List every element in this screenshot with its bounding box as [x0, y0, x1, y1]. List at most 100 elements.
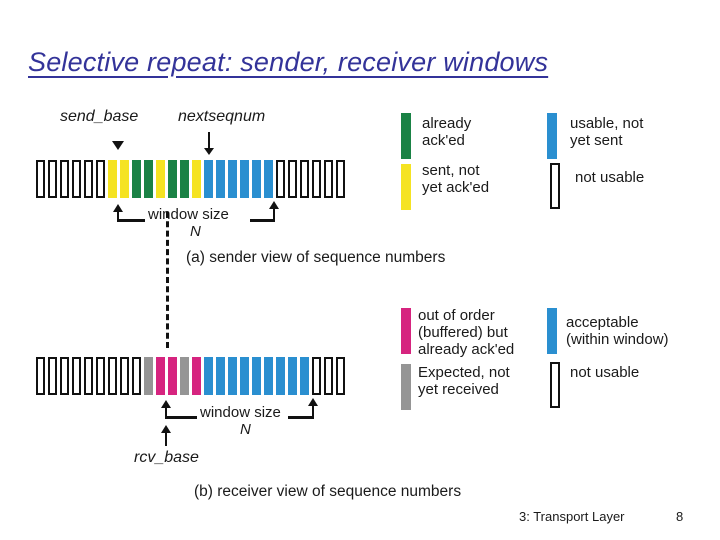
sender-window-right-arrow-icon	[269, 201, 279, 209]
sender-window-bracket-right	[250, 219, 275, 222]
receiver-window-bracket-right	[288, 416, 314, 419]
legend-swatch-already-acked	[401, 113, 411, 159]
page-title: Selective repeat: sender, receiver windo…	[28, 47, 549, 77]
sequence-cell	[48, 160, 57, 198]
receiver-window-left-stem	[165, 407, 167, 419]
legend-swatch-not-usable	[550, 362, 560, 408]
receiver-window-size-label: window size	[200, 404, 281, 421]
sequence-cell	[264, 160, 273, 198]
legend-swatch-sent-not-acked	[401, 164, 411, 210]
sequence-cell	[72, 160, 81, 198]
receiver-window-size-n: N	[240, 421, 251, 438]
sequence-cell	[96, 160, 105, 198]
sequence-cell	[156, 160, 165, 198]
receiver-sequence-strip	[36, 357, 348, 395]
sequence-cell	[324, 357, 333, 395]
legend-label-already-acked: already ack'ed	[422, 115, 472, 149]
nextseqnum-label: nextseqnum	[178, 108, 266, 125]
sequence-cell	[276, 160, 285, 198]
legend-swatch-out-of-order-buffered	[401, 308, 411, 354]
sequence-cell	[204, 160, 213, 198]
nextseqnum-pointer-line	[208, 132, 210, 152]
sequence-cell	[288, 160, 297, 198]
legend-label-acceptable: acceptable (within window)	[566, 314, 669, 348]
sequence-cell	[168, 160, 177, 198]
rcv-base-pointer-line	[165, 432, 167, 446]
sequence-cell	[144, 160, 153, 198]
sender-window-left-stem	[117, 210, 119, 222]
sequence-cell	[120, 357, 129, 395]
sequence-cell	[180, 357, 189, 395]
legend-swatch-usable-not-sent	[547, 113, 557, 159]
sequence-cell	[336, 160, 345, 198]
sequence-cell	[180, 160, 189, 198]
footer-layer-label: 3: Transport Layer	[519, 509, 625, 524]
nextseqnum-pointer-icon	[204, 148, 214, 155]
legend-label-out-of-order-buffered: out of order (buffered) but already ack'…	[418, 307, 515, 358]
sequence-cell	[216, 160, 225, 198]
sequence-cell	[240, 357, 249, 395]
send-base-pointer-icon	[112, 141, 124, 150]
sender-window-bracket-left	[117, 219, 145, 222]
sequence-cell	[252, 160, 261, 198]
sequence-cell	[240, 160, 249, 198]
sequence-cell	[192, 357, 201, 395]
legend-swatch-acceptable	[547, 308, 557, 354]
sequence-cell	[84, 357, 93, 395]
receiver-window-left-arrow-icon	[161, 400, 171, 408]
sender-receiver-connector	[166, 212, 169, 348]
sequence-cell	[168, 357, 177, 395]
sequence-cell	[84, 160, 93, 198]
sequence-cell	[252, 357, 261, 395]
sequence-cell	[36, 357, 45, 395]
sequence-cell	[204, 357, 213, 395]
legend-label-sent-not-acked: sent, not yet ack'ed	[422, 162, 490, 196]
sequence-cell	[36, 160, 45, 198]
sequence-cell	[156, 357, 165, 395]
sequence-cell	[336, 357, 345, 395]
legend-swatch-expected-not-received	[401, 364, 411, 410]
sequence-cell	[60, 160, 69, 198]
legend-label-usable-not-sent: usable, not yet sent	[570, 115, 644, 149]
send-base-label: send_base	[60, 108, 139, 125]
sender-window-left-arrow-icon	[113, 204, 123, 212]
sequence-cell	[72, 357, 81, 395]
sequence-cell	[216, 357, 225, 395]
receiver-window-bracket-left	[165, 416, 197, 419]
sequence-cell	[288, 357, 297, 395]
sequence-cell	[228, 160, 237, 198]
sequence-cell	[120, 160, 129, 198]
sequence-cell	[324, 160, 333, 198]
sequence-cell	[300, 357, 309, 395]
receiver-window-right-arrow-icon	[308, 398, 318, 406]
rcv-base-pointer-icon	[161, 425, 171, 433]
sequence-cell	[108, 160, 117, 198]
sequence-cell	[48, 357, 57, 395]
sequence-cell	[132, 357, 141, 395]
sequence-cell	[192, 160, 201, 198]
sender-window-right-stem	[273, 208, 275, 221]
legend-label-expected-not-received: Expected, not yet received	[418, 364, 510, 398]
legend-label-not-usable: not usable	[570, 364, 640, 381]
sequence-cell	[312, 357, 321, 395]
sender-window-size-n: N	[190, 223, 201, 240]
receiver-caption: (b) receiver view of sequence numbers	[194, 483, 462, 500]
sequence-cell	[96, 357, 105, 395]
sequence-cell	[300, 160, 309, 198]
sequence-cell	[312, 160, 321, 198]
receiver-window-right-stem	[312, 405, 314, 418]
footer-page-number: 8	[676, 509, 684, 524]
sequence-cell	[60, 357, 69, 395]
legend-swatch-not-usable	[550, 163, 560, 209]
sequence-cell	[144, 357, 153, 395]
sender-window-size-label: window size	[148, 206, 229, 223]
sender-sequence-strip	[36, 160, 348, 198]
sequence-cell	[108, 357, 117, 395]
sequence-cell	[264, 357, 273, 395]
sequence-cell	[228, 357, 237, 395]
rcv-base-label: rcv_base	[134, 449, 199, 466]
legend-label-not-usable: not usable	[575, 169, 645, 186]
sequence-cell	[276, 357, 285, 395]
sequence-cell	[132, 160, 141, 198]
sender-caption: (a) sender view of sequence numbers	[186, 249, 446, 266]
